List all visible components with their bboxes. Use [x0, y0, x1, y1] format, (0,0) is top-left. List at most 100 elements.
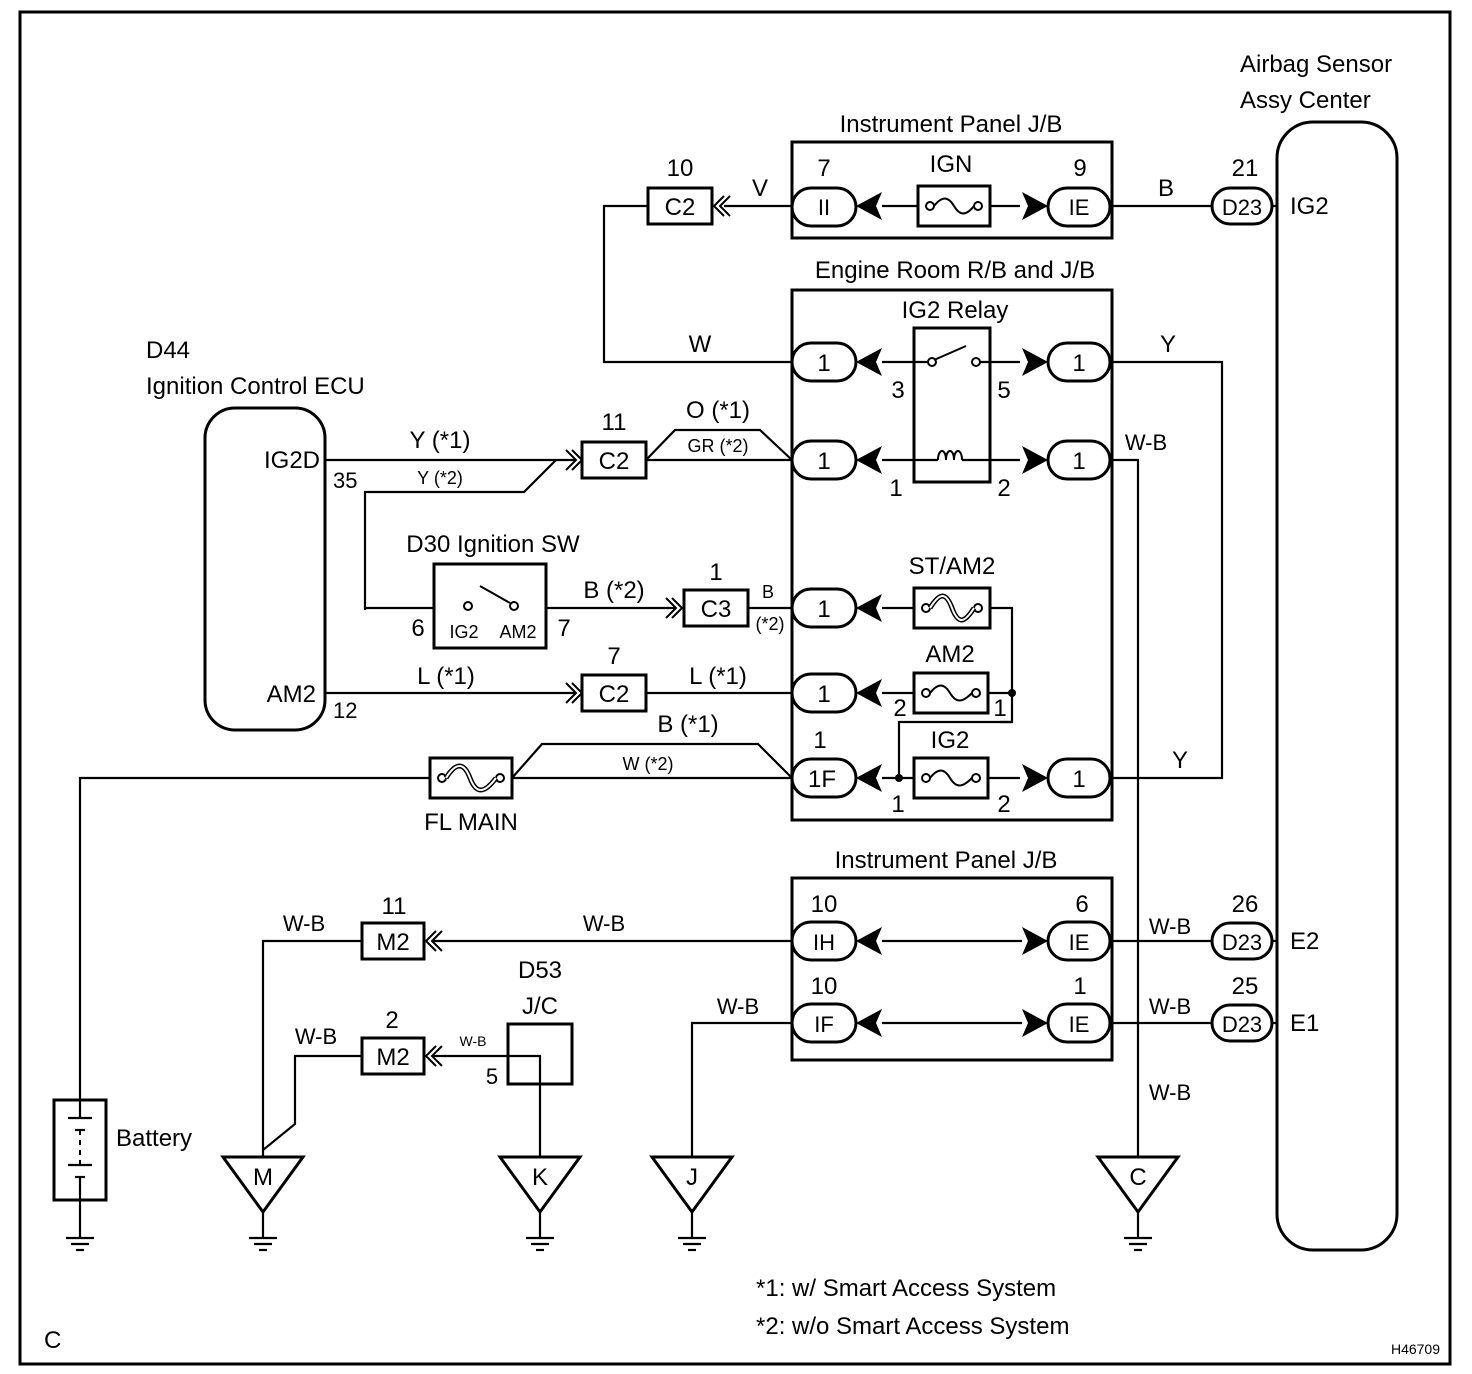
connector-d23-e1: 25 D23 — [1210, 973, 1274, 1043]
airbag-sensor-assy: Airbag Sensor Assy Center IG2 E2 E1 — [1240, 51, 1399, 1252]
ground-icon — [526, 1236, 554, 1252]
connector-c3: 1 C3 — [665, 559, 750, 628]
connector-chevron-icon — [856, 764, 882, 792]
ipjb-bottom-title: Instrument Panel J/B — [835, 847, 1058, 874]
figure-id: H46709 — [1391, 1341, 1440, 1357]
st-am2-label: ST/AM2 — [909, 553, 996, 580]
airbag-e2-terminal: E2 — [1290, 928, 1319, 955]
relay-pin-2: 2 — [997, 475, 1010, 502]
d23-ig2-label: D23 — [1222, 195, 1262, 220]
d23-e2-pin: 26 — [1232, 891, 1259, 918]
corner-label: C — [44, 1327, 61, 1354]
erjb-coil-pin-left: 1 — [817, 448, 830, 475]
connector-chevron-icon — [1022, 192, 1048, 220]
ignition-control-ecu: D44 Ignition Control ECU IG2D AM2 35 12 — [146, 337, 365, 732]
connector-chevron-icon — [856, 927, 882, 955]
wire-wb-m2b-left-label: W-B — [295, 1024, 337, 1049]
d23-e2-label: D23 — [1222, 930, 1262, 955]
ipjb-ii-pin: 7 — [817, 155, 830, 182]
ground-j-label: J — [686, 1164, 698, 1191]
m2-b-pin: 2 — [385, 1007, 398, 1034]
erjb-relay-pin-right: 1 — [1072, 350, 1085, 377]
fuse-icon — [929, 769, 973, 787]
ipjb-if-terminal: IF — [814, 1012, 834, 1037]
erjb-coil-pin-right: 1 — [1072, 448, 1085, 475]
ipjb-ie6-pin: 6 — [1075, 891, 1088, 918]
wire-y1-label: Y (*1) — [410, 427, 471, 454]
m2-a-label: M2 — [376, 929, 409, 956]
wire-wb-m2a-left-label: W-B — [283, 911, 325, 936]
connector-arrow-icon — [712, 195, 725, 217]
switch-lever-icon — [479, 585, 511, 604]
connector-c2-top: 10 C2 — [646, 155, 731, 226]
connector-arrow-icon — [671, 597, 684, 619]
connector-arrow-icon — [424, 1045, 437, 1067]
c2-mid-pin: 11 — [602, 409, 627, 436]
wire-y-low-label: Y — [1172, 747, 1188, 774]
ignsw-pin-6: 6 — [411, 615, 424, 642]
footnote-2: *2: w/o Smart Access System — [756, 1313, 1069, 1340]
wire-wb-relay-label: W-B — [1125, 430, 1167, 455]
connector-chevron-icon — [856, 192, 882, 220]
junction-connector-d53: D53 J/C 5 — [486, 957, 574, 1089]
fuse-icon — [929, 684, 973, 702]
ecu-name: Ignition Control ECU — [146, 373, 365, 400]
ground-m-label: M — [253, 1164, 273, 1191]
wire-gr2-label: GR (*2) — [687, 436, 748, 456]
am2-pin-1: 1 — [993, 695, 1006, 722]
relay-coil-icon — [937, 450, 963, 461]
wire-star2-label: (*2) — [755, 614, 784, 634]
erjb-title: Engine Room R/B and J/B — [815, 257, 1095, 284]
wire-y-top-label: Y — [1160, 331, 1176, 358]
ecu-pin-35: 35 — [333, 468, 357, 493]
instrument-panel-jb-top: Instrument Panel J/B 7 II IGN 9 IE — [790, 111, 1114, 240]
ipjb-ie-terminal: IE — [1069, 195, 1090, 220]
ignsw-name: D30 Ignition SW — [406, 531, 580, 558]
ignition-switch: D30 Ignition SW IG2 AM2 6 7 — [406, 531, 580, 650]
ground-c-label: C — [1129, 1164, 1146, 1191]
c2-mid-label: C2 — [599, 448, 630, 475]
ig2-pin-2: 2 — [997, 791, 1010, 818]
relay-pin-5: 5 — [997, 377, 1010, 404]
wire-b1-label: B (*1) — [657, 711, 718, 738]
ground-point-c: C — [1095, 1155, 1181, 1215]
erjb-ig2-out-pin: 1 — [1072, 766, 1085, 793]
erjb-st-am2-pin: 1 — [817, 596, 830, 623]
ipjb-ih-pin: 10 — [811, 891, 838, 918]
ground-icon — [678, 1236, 706, 1252]
connector-chevron-icon — [856, 679, 882, 707]
relay-pin-1: 1 — [889, 475, 902, 502]
wire-y2-label: Y (*2) — [417, 468, 463, 488]
jc-code: D53 — [518, 957, 562, 984]
ipjb-top-title: Instrument Panel J/B — [840, 111, 1063, 138]
connector-m2-a: 11 M2 — [360, 893, 443, 961]
ipjb-ie1-terminal: IE — [1069, 1012, 1090, 1037]
ipjb-ie1-pin: 1 — [1073, 973, 1086, 1000]
ground-k-label: K — [532, 1164, 548, 1191]
airbag-title-line2: Assy Center — [1240, 87, 1371, 114]
connector-c2-low: 7 C2 — [565, 643, 648, 713]
ecu-am2-terminal: AM2 — [267, 681, 316, 708]
c2-low-pin: 7 — [607, 643, 620, 670]
engine-room-rb-jb: Engine Room R/B and J/B IG2 Relay 1 1 3 … — [790, 257, 1114, 822]
d23-e1-label: D23 — [1222, 1012, 1262, 1037]
ecu-pin-12: 12 — [333, 698, 357, 723]
fuse-icon — [933, 197, 975, 215]
ignsw-ig2-terminal: IG2 — [449, 622, 478, 642]
battery: Battery — [52, 1098, 192, 1202]
ig2-pin-1: 1 — [891, 791, 904, 818]
connector-chevron-icon — [1022, 446, 1048, 474]
wire-b2-label: B (*2) — [583, 577, 644, 604]
wire-l1a-label: L (*1) — [417, 663, 475, 690]
connector-chevron-icon — [856, 348, 882, 376]
ignsw-am2-terminal: AM2 — [499, 622, 536, 642]
connector-chevron-icon — [856, 446, 882, 474]
c3-pin: 1 — [709, 559, 722, 586]
airbag-e1-terminal: E1 — [1290, 1010, 1319, 1037]
ground-icon — [249, 1236, 277, 1252]
am2-pin-2: 2 — [893, 695, 906, 722]
c3-label: C3 — [701, 596, 732, 623]
airbag-ig2-terminal: IG2 — [1290, 193, 1329, 220]
diagram-frame — [18, 10, 1452, 1366]
d23-e1-pin: 25 — [1232, 973, 1259, 1000]
